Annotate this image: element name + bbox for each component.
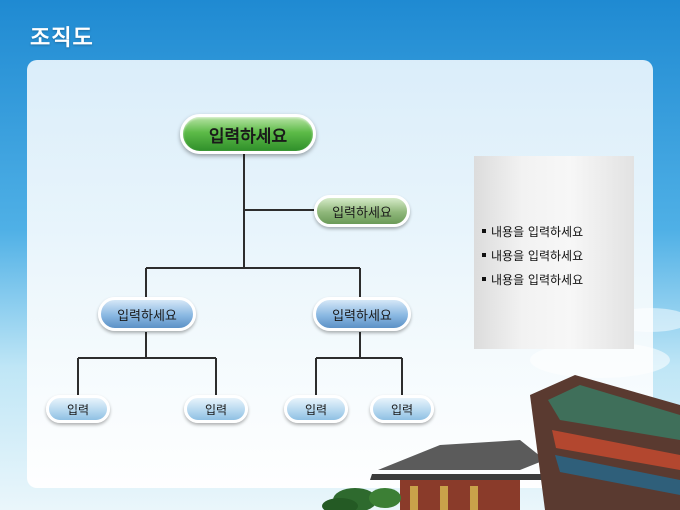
org-leaf-node[interactable]: 입력 [184, 395, 248, 423]
bullet-text: 내용을 입력하세요 [491, 249, 584, 263]
bullet-square-icon [482, 252, 486, 257]
bullet-square-icon [482, 276, 486, 281]
bullet-item: 내용을 입력하세요 [482, 220, 583, 244]
org-assistant-node[interactable]: 입력하세요 [314, 195, 410, 227]
org-root-node[interactable]: 입력하세요 [180, 114, 316, 154]
bullet-text: 내용을 입력하세요 [491, 225, 584, 239]
org-leaf-node[interactable]: 입력 [46, 395, 110, 423]
org-leaf-node[interactable]: 입력 [370, 395, 434, 423]
bullet-item: 내용을 입력하세요 [482, 244, 583, 268]
bullet-text: 내용을 입력하세요 [491, 273, 584, 287]
content-text-box[interactable]: 내용을 입력하세요 내용을 입력하세요 내용을 입력하세요 [474, 156, 634, 349]
bullet-square-icon [482, 228, 486, 233]
bullet-list: 내용을 입력하세요 내용을 입력하세요 내용을 입력하세요 [482, 220, 583, 292]
org-leaf-node[interactable]: 입력 [284, 395, 348, 423]
org-department-node-left[interactable]: 입력하세요 [98, 297, 196, 331]
page-title: 조직도 [30, 26, 94, 51]
bullet-item: 내용을 입력하세요 [482, 268, 583, 292]
org-department-node-right[interactable]: 입력하세요 [313, 297, 411, 331]
